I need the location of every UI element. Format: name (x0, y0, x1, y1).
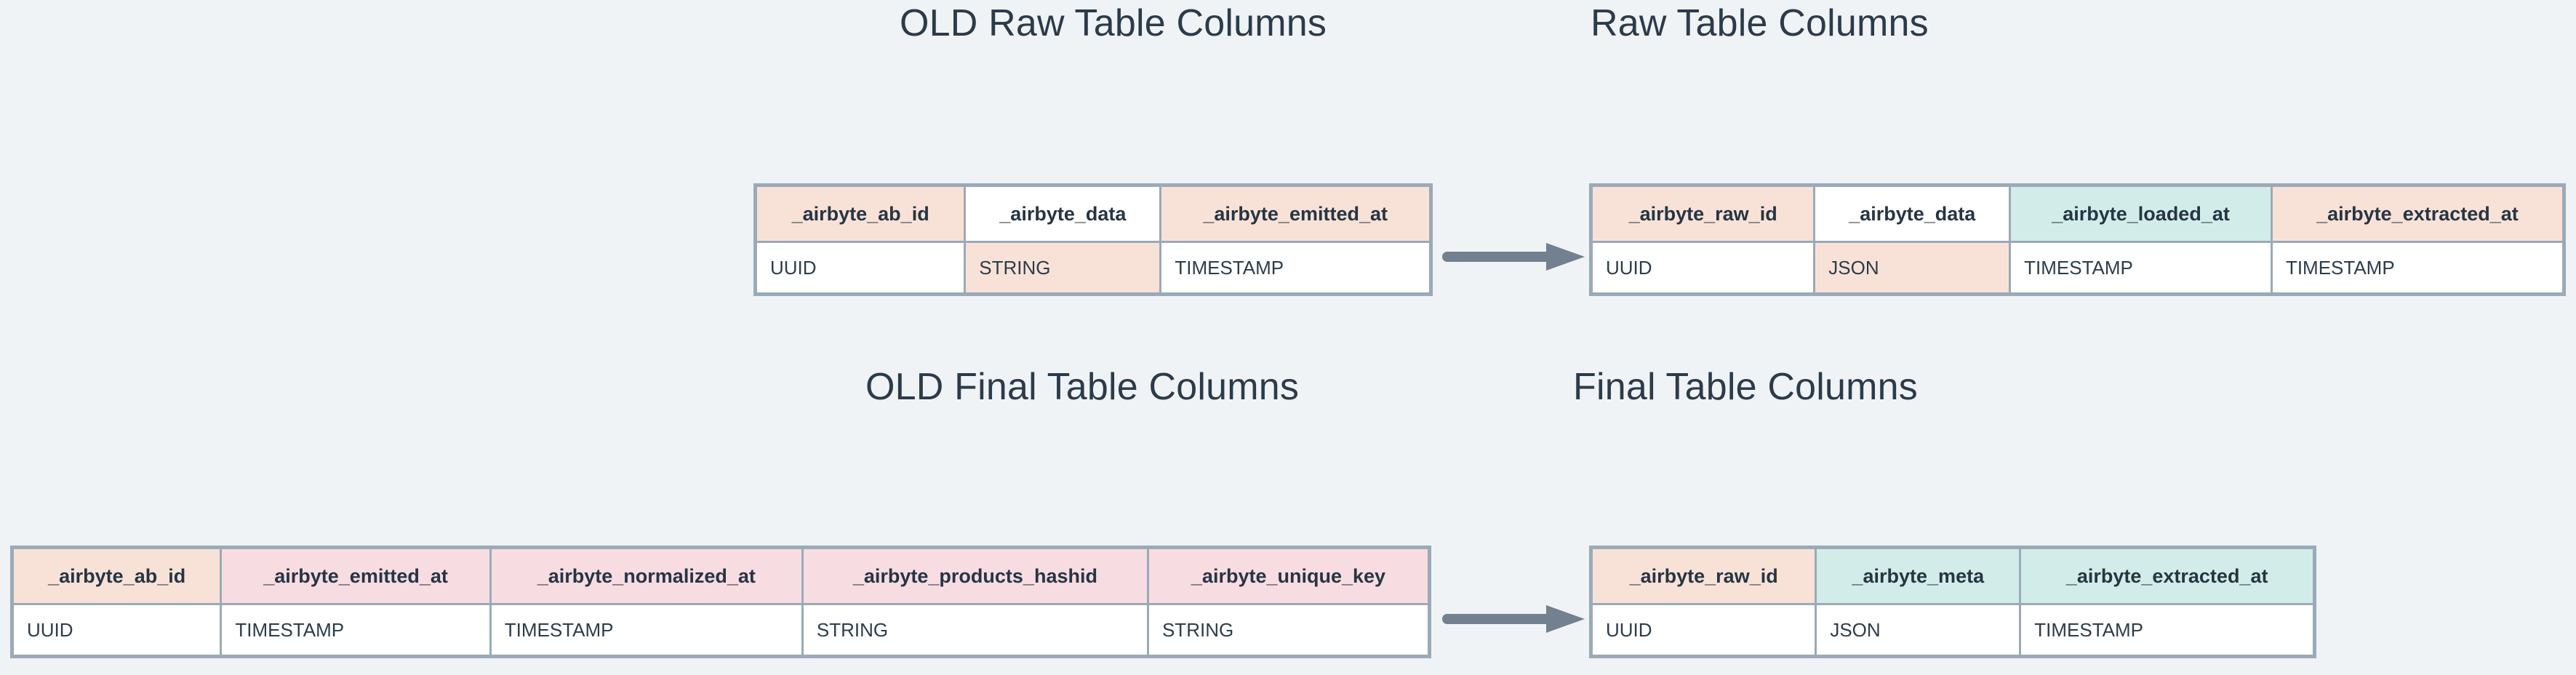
column-type-cell: TIMESTAMP (220, 603, 492, 658)
column-type-cell: UUID (10, 603, 223, 658)
new-final-table-title: Final Table Columns (1573, 366, 1918, 408)
column-type-cell: UUID (1589, 603, 1817, 658)
new-raw-table: _airbyte_raw_id_airbyte_data_airbyte_loa… (1589, 183, 2566, 296)
column-header-cell: _airbyte_extracted_at (2270, 184, 2566, 243)
column-type-cell: JSON (1815, 603, 2022, 658)
column-type-cell: TIMESTAMP (489, 603, 804, 658)
table-header-row: _airbyte_ab_id_airbyte_data_airbyte_emit… (753, 184, 1432, 243)
column-header-cell: _airbyte_data (964, 184, 1162, 243)
column-header-cell: _airbyte_normalized_at (489, 546, 804, 605)
column-type-cell: STRING (964, 241, 1162, 295)
column-header-cell: _airbyte_ab_id (753, 184, 967, 243)
old-final-table-title: OLD Final Table Columns (865, 366, 1300, 408)
column-type-cell: TIMESTAMP (2009, 241, 2273, 295)
new-final-table: _airbyte_raw_id_airbyte_meta_airbyte_ext… (1589, 546, 2316, 658)
column-header-cell: _airbyte_emitted_at (1159, 184, 1432, 243)
column-type-cell: STRING (1146, 603, 1431, 658)
column-header-cell: _airbyte_extracted_at (2019, 546, 2316, 605)
column-type-cell: STRING (801, 603, 1149, 658)
column-header-cell: _airbyte_raw_id (1589, 546, 1817, 605)
column-header-cell: _airbyte_products_hashid (801, 546, 1149, 605)
column-header-cell: _airbyte_meta (1815, 546, 2022, 605)
table-header-row: _airbyte_raw_id_airbyte_meta_airbyte_ext… (1589, 546, 2316, 605)
column-header-cell: _airbyte_ab_id (10, 546, 223, 605)
table-header-row: _airbyte_raw_id_airbyte_data_airbyte_loa… (1589, 184, 2566, 243)
column-header-cell: _airbyte_raw_id (1589, 184, 1816, 243)
column-header-cell: _airbyte_loaded_at (2009, 184, 2273, 243)
column-type-cell: TIMESTAMP (1159, 241, 1432, 295)
final-transform-arrow-icon (1442, 602, 1585, 636)
column-header-cell: _airbyte_unique_key (1146, 546, 1431, 605)
old-raw-table-title: OLD Raw Table Columns (900, 2, 1327, 44)
column-header-cell: _airbyte_emitted_at (220, 546, 492, 605)
old-raw-table: _airbyte_ab_id_airbyte_data_airbyte_emit… (753, 183, 1433, 296)
column-type-cell: UUID (1589, 241, 1816, 295)
new-raw-table-title: Raw Table Columns (1591, 2, 1929, 44)
column-header-cell: _airbyte_data (1813, 184, 2012, 243)
raw-transform-arrow-icon (1442, 240, 1585, 273)
column-type-cell: UUID (753, 241, 967, 295)
column-type-cell: TIMESTAMP (2019, 603, 2316, 658)
column-type-cell: JSON (1813, 241, 2012, 295)
column-type-cell: TIMESTAMP (2270, 241, 2566, 295)
table-header-row: _airbyte_ab_id_airbyte_emitted_at_airbyt… (10, 546, 1431, 605)
old-final-table: _airbyte_ab_id_airbyte_emitted_at_airbyt… (10, 546, 1431, 658)
